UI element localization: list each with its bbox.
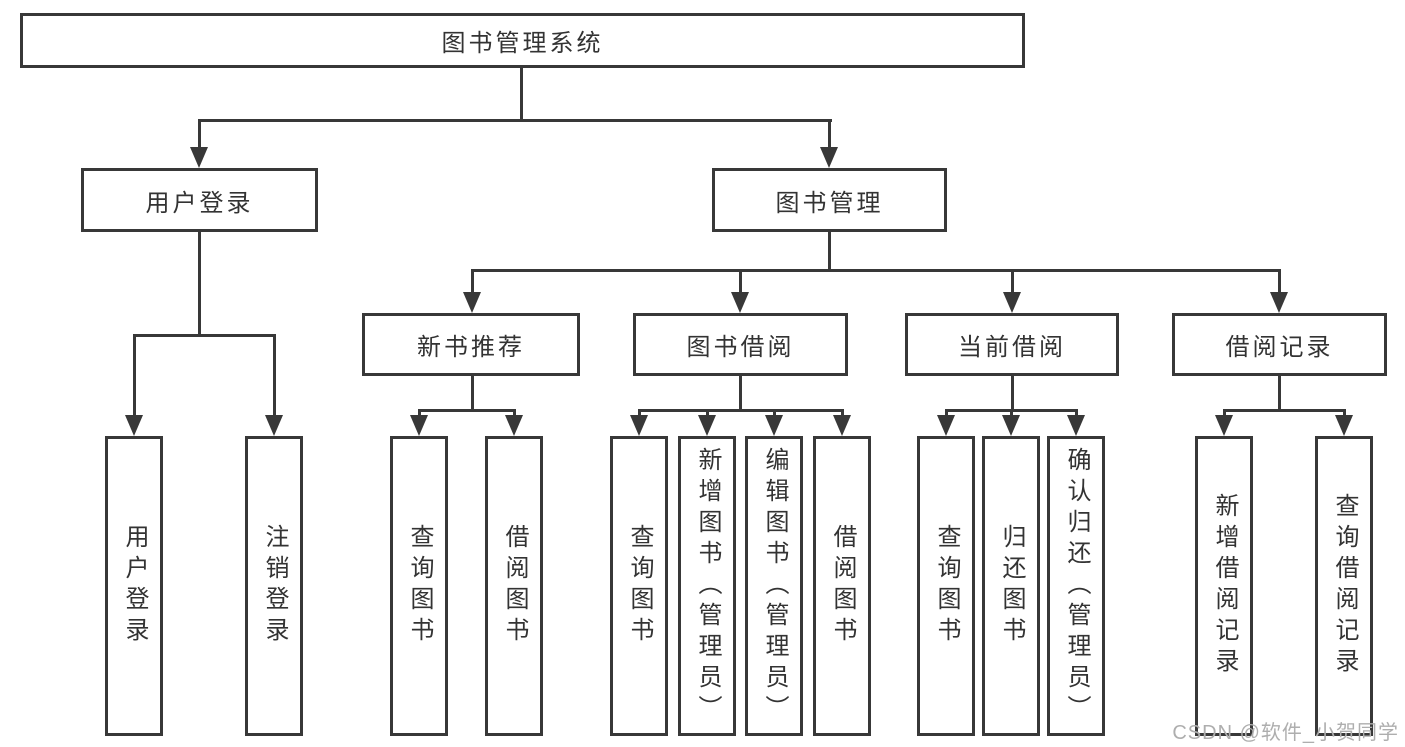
connector-line — [945, 409, 948, 417]
connector-line — [1075, 409, 1078, 417]
connector-line — [418, 409, 516, 412]
node-current-borrow: 当前借阅 — [905, 313, 1119, 376]
connector-line — [739, 375, 742, 411]
arrow-down-icon — [190, 147, 208, 168]
connector-line — [706, 409, 709, 417]
connector-line — [638, 409, 641, 417]
connector-line — [198, 119, 832, 122]
connector-line — [273, 334, 276, 417]
connector-line — [1011, 375, 1014, 411]
arrow-down-icon — [410, 415, 428, 436]
node-logout-leaf: 注销登录 — [245, 436, 303, 736]
node-user-login: 用户登录 — [81, 168, 318, 232]
node-book-management: 图书管理 — [712, 168, 947, 232]
node-user-login-leaf: 用户登录 — [105, 436, 163, 736]
arrow-down-icon — [1335, 415, 1353, 436]
arrow-down-icon — [1215, 415, 1233, 436]
node-borrow-records: 借阅记录 — [1172, 313, 1387, 376]
connector-line — [133, 334, 136, 417]
connector-line — [828, 231, 831, 271]
connector-line — [418, 409, 421, 417]
node-query-books-current: 查询图书 — [917, 436, 975, 736]
connector-line — [828, 119, 831, 149]
arrow-down-icon — [820, 147, 838, 168]
connector-line — [1010, 409, 1013, 417]
node-borrow-books-rec: 借阅图书 — [485, 436, 543, 736]
arrow-down-icon — [937, 415, 955, 436]
arrow-down-icon — [765, 415, 783, 436]
node-library-system: 图书管理系统 — [20, 13, 1025, 68]
node-add-book-admin: 新增图书（管理员） — [678, 436, 736, 736]
arrow-down-icon — [1067, 415, 1085, 436]
connector-line — [773, 409, 776, 417]
connector-line — [198, 119, 201, 149]
connector-line — [198, 231, 201, 335]
node-borrow-books-borrow: 借阅图书 — [813, 436, 871, 736]
connector-line — [739, 269, 742, 294]
arrow-down-icon — [731, 292, 749, 313]
arrow-down-icon — [630, 415, 648, 436]
node-confirm-return-admin: 确认归还（管理员） — [1047, 436, 1105, 736]
connector-line — [471, 375, 474, 411]
node-book-borrow: 图书借阅 — [633, 313, 848, 376]
arrow-down-icon — [463, 292, 481, 313]
connector-line — [513, 409, 516, 417]
connector-line — [471, 269, 1281, 272]
csdn-watermark: CSDN @软件_小贺同学 — [1172, 722, 1399, 744]
node-return-book: 归还图书 — [982, 436, 1040, 736]
connector-line — [1343, 409, 1346, 417]
connector-line — [520, 68, 523, 119]
node-add-borrow-record: 新增借阅记录 — [1195, 436, 1253, 736]
arrow-down-icon — [505, 415, 523, 436]
node-new-book-recommend: 新书推荐 — [362, 313, 580, 376]
connector-line — [471, 269, 474, 294]
arrow-down-icon — [125, 415, 143, 436]
connector-line — [133, 334, 276, 337]
connector-line — [638, 409, 844, 412]
connector-line — [1278, 375, 1281, 411]
node-query-books-rec: 查询图书 — [390, 436, 448, 736]
node-query-borrow-record: 查询借阅记录 — [1315, 436, 1373, 736]
connector-line — [841, 409, 844, 417]
connector-line — [1223, 409, 1346, 412]
connector-line — [1223, 409, 1226, 417]
arrow-down-icon — [265, 415, 283, 436]
arrow-down-icon — [1003, 292, 1021, 313]
arrow-down-icon — [1002, 415, 1020, 436]
node-edit-book-admin: 编辑图书（管理员） — [745, 436, 803, 736]
arrow-down-icon — [1270, 292, 1288, 313]
connector-line — [1278, 269, 1281, 294]
arrow-down-icon — [833, 415, 851, 436]
arrow-down-icon — [698, 415, 716, 436]
connector-line — [1011, 269, 1014, 294]
node-query-books-borrow: 查询图书 — [610, 436, 668, 736]
